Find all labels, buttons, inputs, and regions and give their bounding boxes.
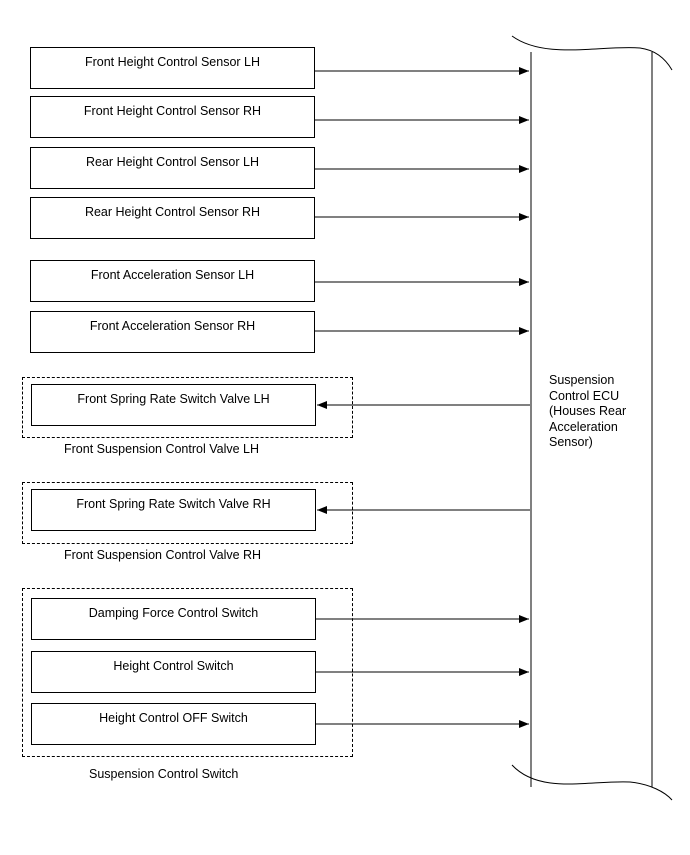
valve-box-rh: Front Spring Rate Switch Valve RH [31, 489, 316, 531]
input-label: Front Acceleration Sensor RH [89, 319, 256, 333]
input-label: Rear Height Control Sensor RH [84, 205, 261, 219]
input-label: Rear Height Control Sensor LH [86, 155, 259, 169]
switch-group-caption: Suspension Control Switch [89, 767, 239, 781]
switch-box-height-off: Height Control OFF Switch [31, 703, 316, 745]
switch-group [22, 588, 353, 757]
switch-box-damping: Damping Force Control Switch [31, 598, 316, 640]
valve-label: Front Spring Rate Switch Valve LH [77, 392, 270, 406]
input-box-front-height-lh: Front Height Control Sensor LH [30, 47, 315, 89]
ecu-label-line: Sensor) [549, 435, 593, 449]
ecu-label-line: Control ECU [549, 388, 620, 403]
ecu-label-line: Suspension [549, 373, 615, 387]
ecu-break-top [511, 35, 673, 71]
input-box-front-height-rh: Front Height Control Sensor RH [30, 96, 315, 138]
valve-group-caption-lh: Front Suspension Control Valve LH [64, 442, 260, 456]
input-box-front-accel-lh: Front Acceleration Sensor LH [30, 260, 315, 302]
input-label: Front Height Control Sensor RH [83, 104, 262, 118]
valve-box-lh: Front Spring Rate Switch Valve LH [31, 384, 316, 426]
ecu-label-line: Acceleration [549, 419, 618, 434]
input-label: Front Height Control Sensor LH [84, 55, 261, 69]
valve-group-caption-rh: Front Suspension Control Valve RH [64, 548, 262, 562]
valve-label: Front Spring Rate Switch Valve RH [76, 497, 271, 511]
valve-group-rh [22, 482, 353, 544]
input-box-rear-height-rh: Rear Height Control Sensor RH [30, 197, 315, 239]
switch-label: Height Control Switch [113, 659, 234, 673]
input-label: Front Acceleration Sensor LH [90, 268, 255, 282]
ecu-block [511, 35, 673, 801]
signal-arrows [315, 67, 530, 728]
switch-label: Damping Force Control Switch [88, 606, 259, 620]
valve-group-lh [22, 377, 353, 438]
ecu-label-line: (Houses Rear [549, 404, 627, 418]
input-box-rear-height-lh: Rear Height Control Sensor LH [30, 147, 315, 189]
input-box-front-accel-rh: Front Acceleration Sensor RH [30, 311, 315, 353]
ecu-break-bottom [511, 764, 673, 801]
ecu-label: Suspension Control ECU (Houses Rear Acce… [549, 373, 626, 451]
switch-box-height: Height Control Switch [31, 651, 316, 693]
switch-label: Height Control OFF Switch [99, 711, 248, 725]
